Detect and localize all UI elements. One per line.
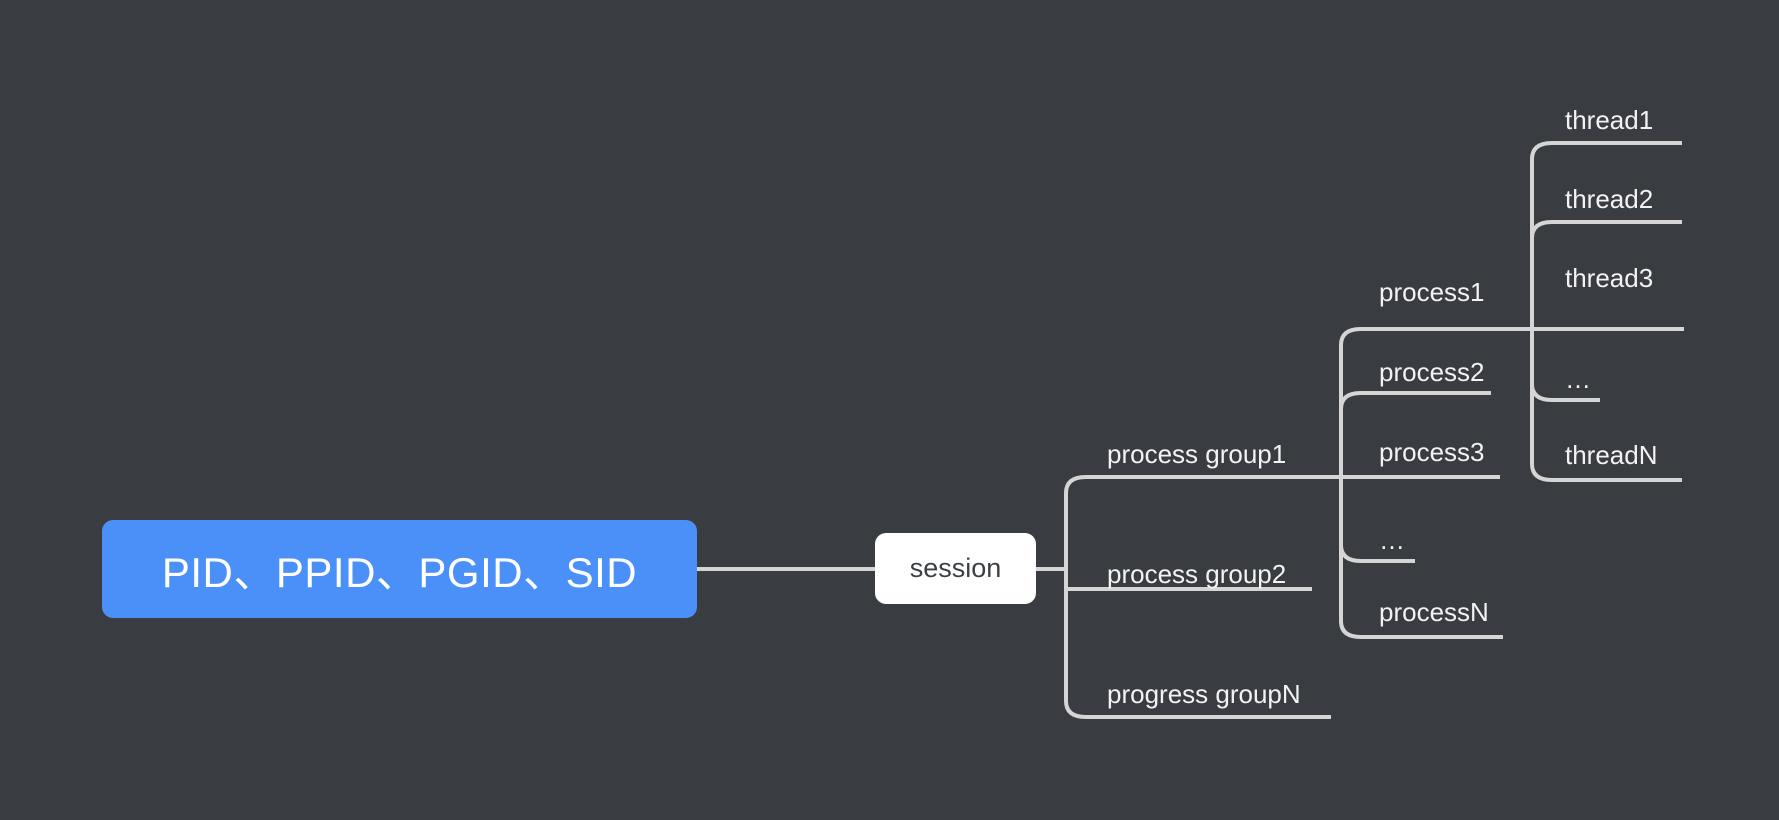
wire-thread-branch-3 — [1530, 220, 1556, 239]
process-group-node-1[interactable]: process group1 — [1107, 435, 1286, 467]
process-node-2[interactable]: process2 — [1379, 353, 1485, 385]
thread-node-3[interactable]: thread3 — [1565, 259, 1653, 291]
wire-pg-trunk-lower — [1064, 569, 1090, 719]
root-node-pid-ppid-pgid-sid[interactable]: PID、PPID、PGID、SID — [102, 520, 697, 618]
wire-process-branch-ellipsis — [1339, 544, 1365, 563]
wire-process-trunk-down — [1339, 477, 1365, 639]
wire-thread-trunk-up — [1530, 141, 1556, 329]
process-node-n[interactable]: processN — [1379, 593, 1489, 625]
process-node-ellipsis[interactable]: … — [1379, 521, 1406, 553]
process-group-node-n[interactable]: progress groupN — [1107, 675, 1301, 707]
wire-pg-trunk — [1064, 475, 1090, 569]
thread-node-n[interactable]: threadN — [1565, 436, 1658, 468]
process-node-3[interactable]: process3 — [1379, 433, 1485, 465]
thread-label: thread2 — [1565, 184, 1654, 214]
process-label: … — [1379, 525, 1406, 555]
wire-process-branch-2 — [1339, 391, 1365, 410]
thread-node-1[interactable]: thread1 — [1565, 101, 1653, 133]
thread-label: thread3 — [1565, 263, 1654, 293]
process-label: processN — [1379, 597, 1489, 627]
thread-label: threadN — [1565, 440, 1658, 470]
process-node-1[interactable]: process1 — [1379, 273, 1485, 305]
wire-process-trunk-up — [1339, 327, 1365, 477]
wire-thread-trunk-down — [1530, 329, 1556, 482]
session-node-label: session — [909, 553, 1002, 583]
process-group-label: process group1 — [1107, 439, 1287, 469]
process-group-label: process group2 — [1107, 559, 1287, 589]
process-group-node-2[interactable]: process group2 — [1107, 555, 1286, 587]
process-label: process2 — [1379, 357, 1485, 387]
process-group-label: progress groupN — [1107, 679, 1301, 709]
thread-node-ellipsis[interactable]: … — [1565, 360, 1592, 392]
process-label: process3 — [1379, 437, 1485, 467]
wire-thread-branch-ellipsis — [1530, 383, 1556, 402]
root-node-label: PID、PPID、PGID、SID — [161, 548, 638, 596]
thread-label: thread1 — [1565, 105, 1654, 135]
thread-node-2[interactable]: thread2 — [1565, 180, 1653, 212]
session-node[interactable]: session — [875, 533, 1036, 604]
process-label: process1 — [1379, 277, 1485, 307]
thread-label: … — [1565, 364, 1592, 394]
